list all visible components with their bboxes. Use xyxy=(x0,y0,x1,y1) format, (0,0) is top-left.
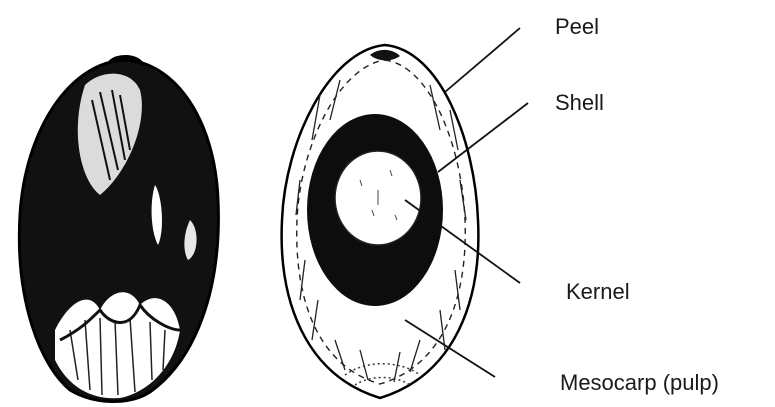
mesocarp-label: Mesocarp (pulp) xyxy=(560,372,719,394)
peel-label: Peel xyxy=(555,16,599,38)
whole-fruit-drawing xyxy=(19,57,218,402)
peel-leader-line xyxy=(445,28,520,92)
kernel-label: Kernel xyxy=(566,281,630,303)
shell-label: Shell xyxy=(555,92,604,114)
fruit-cross-section-drawing xyxy=(282,45,479,398)
